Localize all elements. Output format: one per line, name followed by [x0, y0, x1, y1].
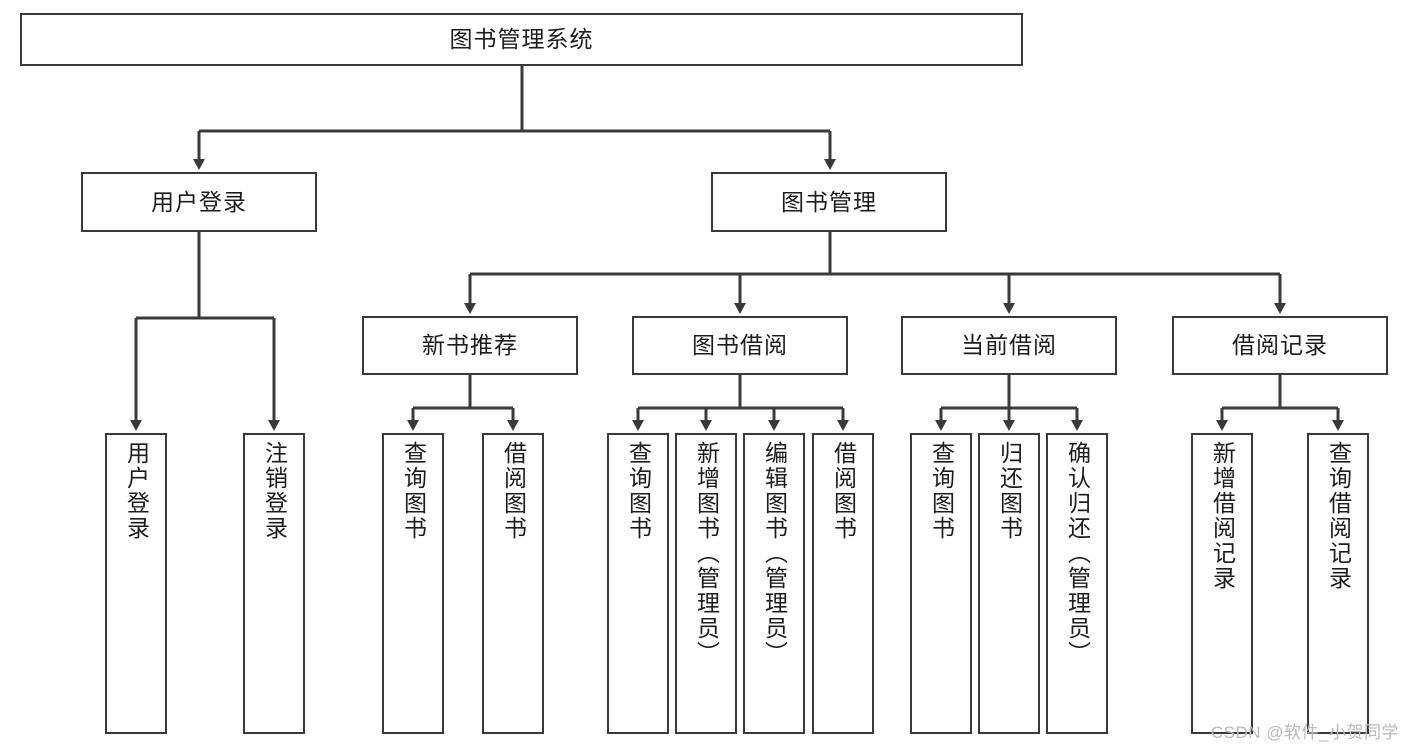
csdn-watermark: CSDN @软件_小贺同学	[1210, 723, 1399, 742]
node-new-book-recommend[interactable]: 新书推荐	[362, 316, 578, 375]
node-leaf-return-book[interactable]: 归还图书	[978, 433, 1040, 734]
node-label: 新增借阅记录	[1209, 441, 1236, 591]
node-label: 图书管理	[781, 188, 877, 215]
node-leaf-borrow-book-2[interactable]: 借阅图书	[812, 433, 874, 734]
node-label: 当前借阅	[961, 332, 1057, 359]
node-book-management[interactable]: 图书管理	[711, 172, 947, 232]
node-label: 确认归还（管理员）	[1064, 441, 1091, 666]
node-leaf-add-record[interactable]: 新增借阅记录	[1191, 433, 1253, 734]
node-label: 用户登录	[151, 188, 247, 215]
node-label: 借阅图书	[500, 441, 527, 541]
node-leaf-query-book-3[interactable]: 查询图书	[910, 433, 972, 734]
node-user-login[interactable]: 用户登录	[81, 172, 317, 232]
node-leaf-user-logout[interactable]: 注销登录	[243, 433, 305, 734]
node-leaf-query-book-1[interactable]: 查询图书	[382, 433, 444, 734]
node-leaf-query-record[interactable]: 查询借阅记录	[1307, 433, 1369, 734]
node-leaf-user-login[interactable]: 用户登录	[105, 433, 167, 734]
node-leaf-borrow-book-1[interactable]: 借阅图书	[482, 433, 544, 734]
node-label: 用户登录	[123, 441, 150, 541]
node-label: 借阅记录	[1232, 332, 1328, 359]
node-root-system[interactable]: 图书管理系统	[20, 13, 1023, 66]
node-leaf-query-book-2[interactable]: 查询图书	[607, 433, 669, 734]
node-label: 查询图书	[625, 441, 652, 541]
node-label: 查询图书	[400, 441, 427, 541]
node-label: 新增图书（管理员）	[693, 441, 720, 666]
node-leaf-add-book[interactable]: 新增图书（管理员）	[675, 433, 737, 734]
node-label: 查询借阅记录	[1325, 441, 1352, 591]
node-book-borrow[interactable]: 图书借阅	[632, 316, 848, 375]
node-leaf-confirm-return[interactable]: 确认归还（管理员）	[1046, 433, 1108, 734]
node-label: 查询图书	[928, 441, 955, 541]
node-label: 归还图书	[996, 441, 1023, 541]
node-label: 新书推荐	[422, 332, 518, 359]
node-label: 编辑图书（管理员）	[761, 441, 788, 666]
node-current-borrow[interactable]: 当前借阅	[901, 316, 1117, 375]
node-leaf-edit-book[interactable]: 编辑图书（管理员）	[743, 433, 805, 734]
node-label: 借阅图书	[830, 441, 857, 541]
node-label: 图书管理系统	[449, 26, 594, 53]
node-label: 注销登录	[261, 441, 288, 541]
node-label: 图书借阅	[692, 332, 788, 359]
node-borrow-record[interactable]: 借阅记录	[1172, 316, 1388, 375]
